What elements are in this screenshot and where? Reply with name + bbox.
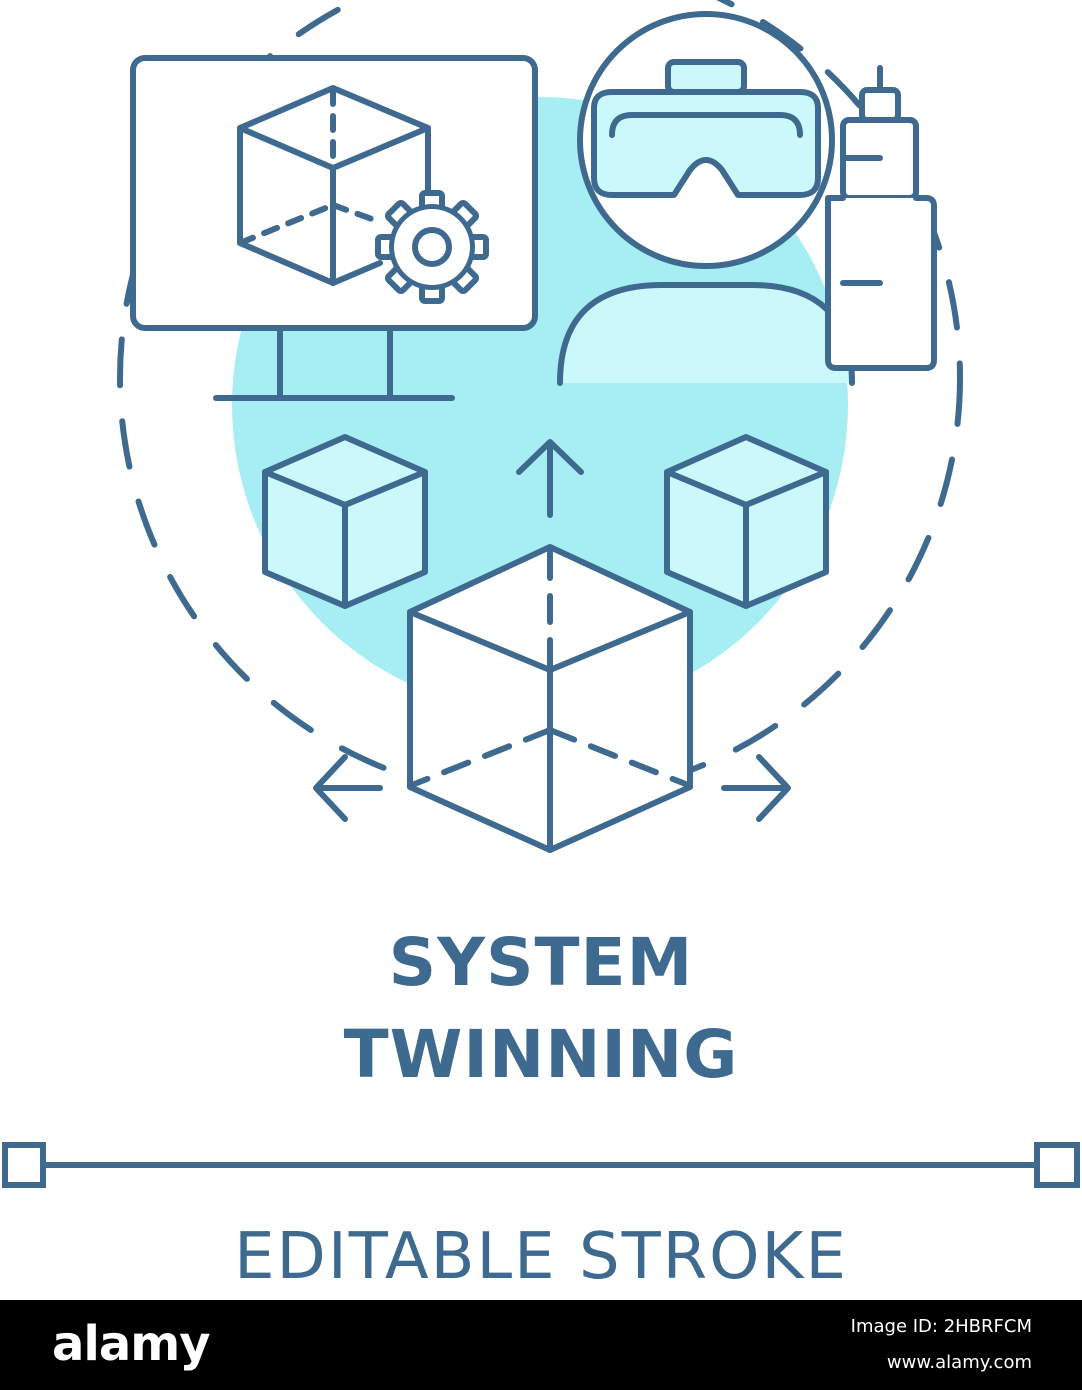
- arrow-up-icon: [516, 439, 584, 518]
- smartphone-device-icon: [824, 65, 937, 371]
- editable-stroke-guide: [2, 1142, 1080, 1188]
- arrow-left-icon: [313, 754, 383, 822]
- arrow-right-icon: [721, 754, 791, 822]
- cube-icon: [262, 434, 428, 609]
- wireframe-cube-icon: [407, 544, 693, 853]
- footer-bar: alamy Image ID: 2HBRFCM www.alamy.com: [0, 1300, 1082, 1390]
- brand-logo: alamy: [52, 1316, 211, 1372]
- gear-icon: [375, 190, 489, 304]
- vr-headset-user-icon: [557, 11, 855, 386]
- cube-icon: [664, 434, 829, 609]
- image-id-label: Image ID: 2HBRFCM: [850, 1316, 1032, 1337]
- title-line-1: SYSTEM: [388, 924, 694, 1001]
- system-twinning-illustration: [2, 0, 1080, 1188]
- title-line-2: TWINNING: [343, 1016, 739, 1093]
- editable-stroke-caption: EDITABLE STROKE: [234, 1220, 848, 1294]
- wireframe-cube-icon: [237, 85, 431, 286]
- site-url-label: www.alamy.com: [886, 1352, 1032, 1373]
